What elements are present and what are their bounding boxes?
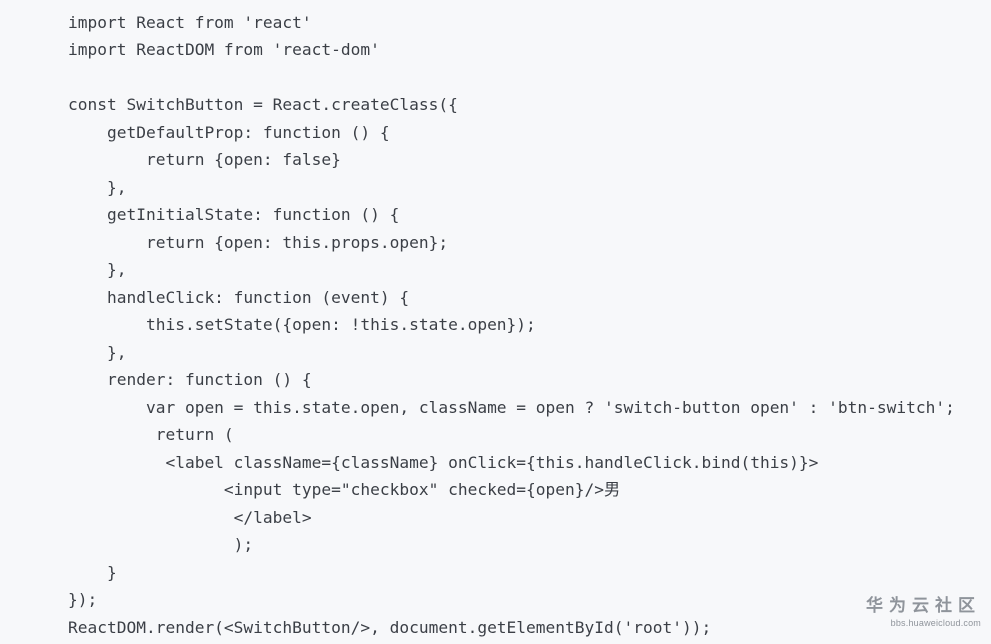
- code-line-8: getInitialState: function () {: [68, 205, 400, 224]
- code-line-6: return {open: false}: [68, 150, 341, 169]
- code-line-14: render: function () {: [68, 370, 312, 389]
- code-line-17: <label className={className} onClick={th…: [68, 453, 819, 472]
- code-line-16: return (: [68, 425, 234, 444]
- code-line-19: </label>: [68, 508, 312, 527]
- code-line-12: this.setState({open: !this.state.open});: [68, 315, 536, 334]
- code-line-7: },: [68, 178, 127, 197]
- code-line-9: return {open: this.props.open};: [68, 233, 449, 252]
- code-line-1: import React from 'react': [68, 13, 312, 32]
- code-line-22: });: [68, 590, 98, 609]
- code-line-13: },: [68, 343, 127, 362]
- huawei-cloud-community-watermark: 华为云社区 bbs.huaweicloud.com: [856, 596, 981, 636]
- code-line-11: handleClick: function (event) {: [68, 288, 410, 307]
- watermark-url: bbs.huaweicloud.com: [890, 618, 981, 628]
- code-line-2: import ReactDOM from 'react-dom': [68, 40, 380, 59]
- code-line-23: ReactDOM.render(<SwitchButton/>, documen…: [68, 618, 712, 637]
- code-line-20: );: [68, 535, 254, 554]
- code-line-4: const SwitchButton = React.createClass({: [68, 95, 458, 114]
- watermark-title: 华为云社区: [866, 596, 981, 615]
- code-line-10: },: [68, 260, 127, 279]
- code-line-21: }: [68, 563, 117, 582]
- code-line-15: var open = this.state.open, className = …: [68, 398, 955, 417]
- code-line-18: <input type="checkbox" checked={open}/>男: [68, 480, 621, 499]
- code-line-5: getDefaultProp: function () {: [68, 123, 390, 142]
